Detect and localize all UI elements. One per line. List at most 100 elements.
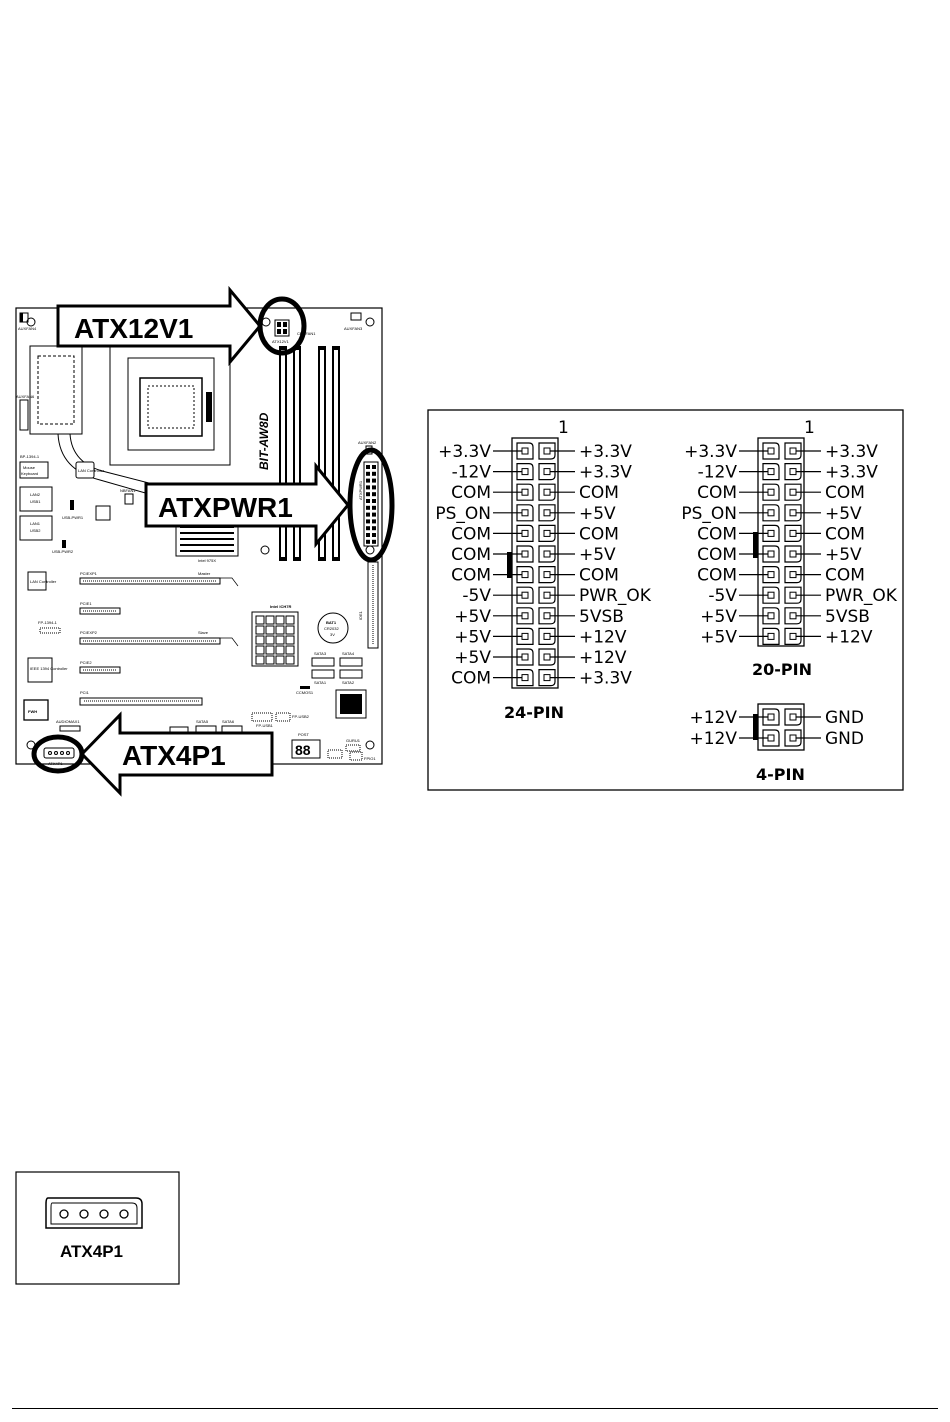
dimm-slot-gap bbox=[320, 350, 324, 557]
pin20-pin bbox=[789, 509, 797, 517]
fpusb2-label: FP-USB2 bbox=[292, 714, 310, 719]
atx12v1-pin bbox=[277, 322, 281, 327]
atxpwr1-pin bbox=[372, 526, 376, 531]
ieee1394-chip bbox=[27, 657, 53, 683]
atx4p1-board-connector bbox=[43, 747, 75, 759]
pin20-right-label: +12V bbox=[825, 627, 873, 647]
pin20-pin bbox=[789, 468, 797, 476]
atxpwr1-arrow bbox=[144, 461, 350, 549]
pciexp2-latch bbox=[220, 637, 239, 647]
molex-pin bbox=[119, 1209, 129, 1219]
atxpwr1-pin bbox=[366, 485, 370, 490]
pin20-pin bbox=[767, 509, 775, 517]
pin24-left-label: COM bbox=[451, 566, 491, 586]
atxpwr1-pin bbox=[372, 465, 376, 469]
intel-ich7r-label: Intel ICH7R bbox=[270, 604, 291, 609]
atx12v1-arrow bbox=[56, 285, 262, 367]
pin24-left-label: -12V bbox=[452, 463, 492, 483]
motherboard-layout: AUXFAN4 AUXFAN3 AUXFAN6 BP-1394-1 CPUFAN… bbox=[15, 307, 383, 766]
brand-label: BIT-AW8D bbox=[257, 412, 271, 470]
pin20-pin bbox=[789, 447, 797, 455]
usb1-label: USB1 bbox=[30, 499, 41, 504]
pin24-title: 24-PIN bbox=[504, 703, 564, 722]
pin24-pin bbox=[521, 591, 529, 599]
pin24-pin bbox=[543, 550, 551, 558]
pin20-right-label: +5V bbox=[825, 504, 862, 524]
dimm-slots bbox=[279, 346, 340, 561]
atxpwr1-pin bbox=[372, 512, 376, 517]
guru1-label: GURU1 bbox=[346, 738, 361, 743]
pin24-pin bbox=[521, 653, 529, 661]
ich7r-fin bbox=[265, 635, 275, 645]
pin20-pin bbox=[789, 632, 797, 640]
ide1-label: IDE1 bbox=[358, 610, 363, 620]
pin20-pin bbox=[789, 571, 797, 579]
pin20-right-label: +3.3V bbox=[825, 463, 878, 483]
atxpwr1-pin bbox=[366, 519, 370, 524]
ich7r-grid bbox=[255, 615, 295, 665]
atxpwr1-pin bbox=[372, 471, 376, 476]
pin24-right-label: +3.3V bbox=[579, 442, 632, 462]
guru1-header bbox=[345, 744, 361, 752]
bp1394-label: BP-1394-1 bbox=[20, 454, 40, 459]
atx12v1-pin bbox=[277, 329, 281, 334]
atxpwr1-pin bbox=[372, 485, 376, 490]
pin20-left-label: COM bbox=[697, 545, 737, 565]
cpufan-label: CPUFAN1 bbox=[297, 331, 316, 336]
auxfan3-label: AUXFAN3 bbox=[344, 326, 363, 331]
pin20-right-label: PWR_OK bbox=[825, 586, 898, 606]
pin24-left-label: -5V bbox=[462, 586, 491, 606]
bat1-label: BAT1 bbox=[326, 620, 337, 625]
pin24-left-label: +5V bbox=[454, 607, 491, 627]
pin24-pin bbox=[543, 674, 551, 682]
pin24-latch bbox=[507, 552, 512, 578]
pin20-pin bbox=[767, 632, 775, 640]
ich7r-fin bbox=[255, 655, 265, 665]
fpio-header bbox=[327, 749, 343, 759]
lan-controller-chip bbox=[75, 461, 95, 479]
ich7r-fin bbox=[285, 625, 295, 635]
ich7r-fin bbox=[285, 645, 295, 655]
lan-chip-label: LAN Controller bbox=[30, 579, 57, 584]
slave-label: Slave bbox=[198, 630, 209, 635]
pin4-pin bbox=[789, 713, 797, 721]
ieee1394-label: IEEE 1394 Controller bbox=[30, 666, 68, 671]
atxpwr1-pin bbox=[366, 465, 370, 469]
ich7r-fin bbox=[275, 615, 285, 625]
small-chip bbox=[95, 505, 111, 521]
atxpwr1-pins bbox=[366, 465, 376, 544]
fpusb1-label: FP-USB1 bbox=[256, 723, 274, 728]
pin20-left-label: +5V bbox=[700, 607, 737, 627]
atx4p1-small-label: ATX4P1 bbox=[48, 761, 63, 766]
atxpwr1-pin bbox=[372, 492, 376, 497]
master-label: Master bbox=[198, 571, 211, 576]
usb-pwr1-jumper bbox=[70, 500, 74, 510]
ich7r-fin bbox=[265, 625, 275, 635]
fpio1-label: FPIO1 bbox=[364, 756, 376, 761]
vrm-inner bbox=[37, 355, 75, 425]
atxpwr1-pin bbox=[366, 478, 370, 483]
atxpwr1-pin bbox=[366, 533, 370, 537]
usb-pwr2-label: USB-PWR2 bbox=[52, 549, 74, 554]
atxpwr1-pin bbox=[372, 499, 376, 503]
auxfan2-label: AUXFAN2 bbox=[358, 440, 377, 445]
atxpwr1-callout-label: ATXPWR1 bbox=[158, 492, 293, 523]
pin20-left-label: COM bbox=[697, 566, 737, 586]
pin4-right-label: GND bbox=[825, 729, 864, 749]
pin24-left-label: PS_ON bbox=[435, 504, 491, 524]
atx12v1-highlight-ring bbox=[257, 296, 307, 356]
atx12v1-small-label: ATX12V1 bbox=[272, 339, 290, 344]
pin24-pin-one-label: 1 bbox=[558, 418, 569, 438]
pin20-pin bbox=[767, 447, 775, 455]
atx4p1-pin bbox=[54, 751, 58, 755]
sata2-port bbox=[339, 669, 363, 679]
atx12v1-pin bbox=[283, 329, 287, 334]
ich7r-fin bbox=[275, 645, 285, 655]
pin24-pin bbox=[521, 550, 529, 558]
pin24-right-label: +3.3V bbox=[579, 669, 632, 689]
sata1-port bbox=[311, 669, 335, 679]
atxpwr1-pin bbox=[372, 505, 376, 510]
pin20-right-label: COM bbox=[825, 524, 865, 544]
